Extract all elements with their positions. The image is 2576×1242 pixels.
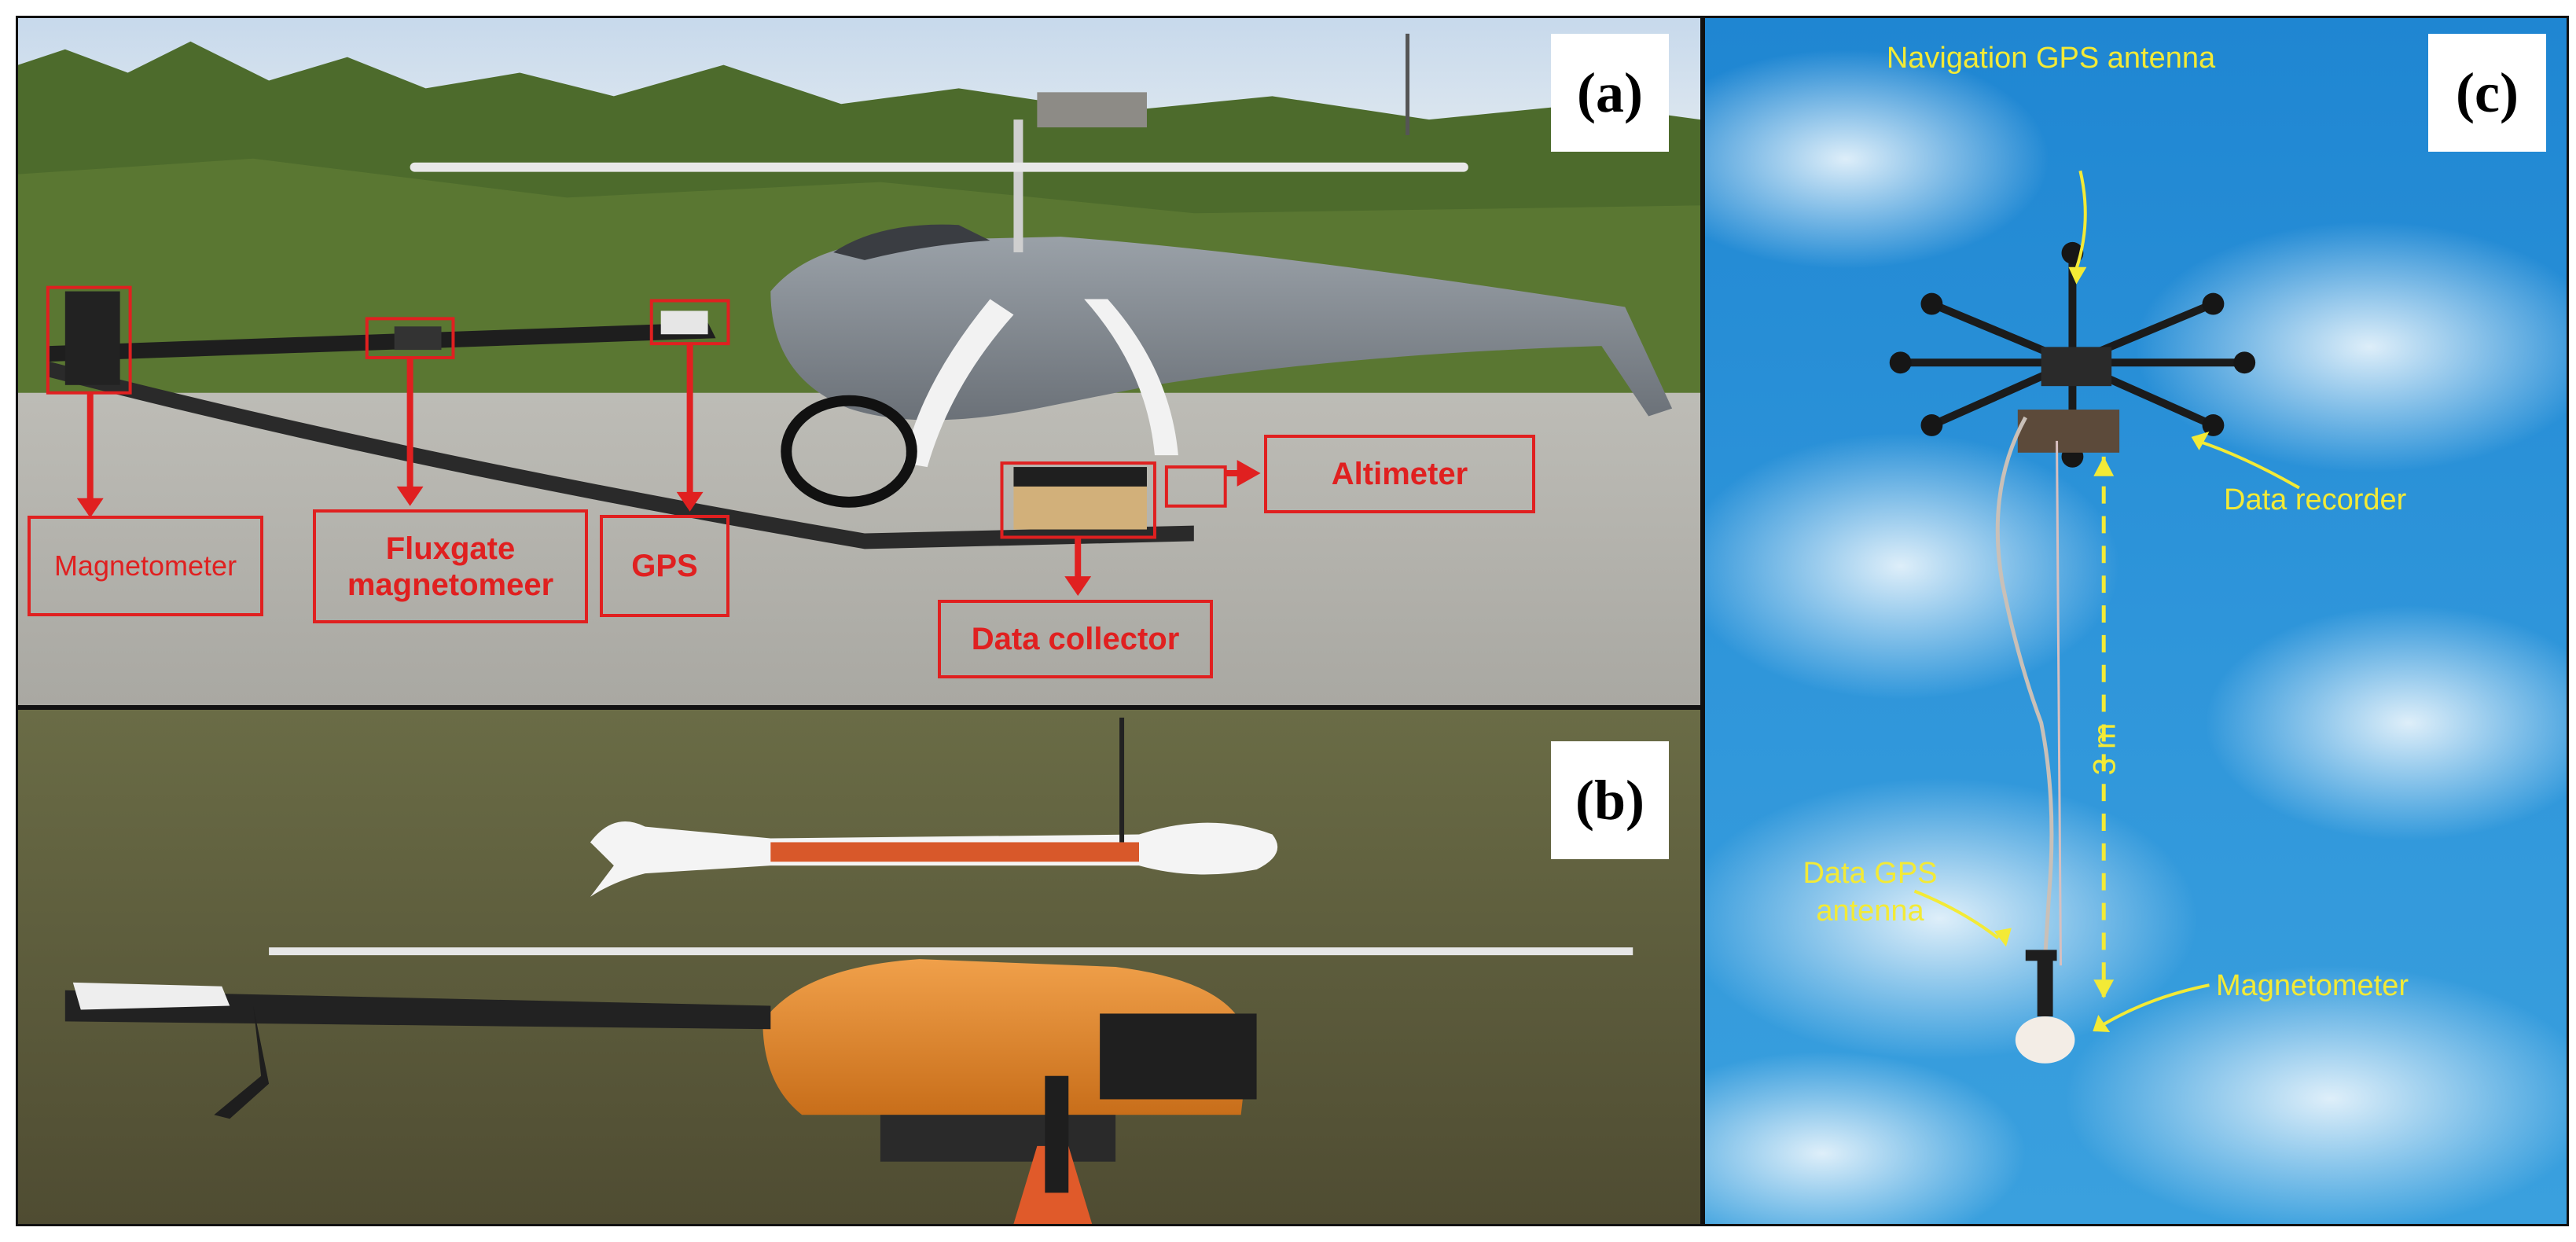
- panel-b-photo: [18, 710, 1700, 1224]
- callout-gps: GPS: [600, 515, 729, 617]
- label-magnetometer: Magnetometer: [2216, 969, 2409, 1002]
- label-data-gps-antenna: Data GPS antenna: [1802, 857, 1938, 928]
- rotor-mast: [1013, 119, 1023, 252]
- panel-c-label: (c): [2428, 34, 2546, 152]
- building: [1037, 92, 1147, 128]
- data-recorder-box: [2017, 410, 2120, 453]
- panel-c: (c) Navigation GPS antenna Data recorder…: [1703, 16, 2569, 1226]
- main-rotor: [410, 162, 1468, 172]
- landing-gear-front: [903, 299, 1014, 468]
- panel-b: (b): [16, 707, 1703, 1226]
- grass-ground: [18, 710, 1700, 1224]
- label-data-recorder: Data recorder: [2224, 483, 2407, 516]
- main-rotor: [269, 947, 1633, 956]
- label-arrows: [1913, 170, 2300, 1026]
- tail-skid: [214, 1005, 270, 1119]
- callout-magnetometer: Magnetometer: [28, 516, 263, 616]
- panel-a-label: (a): [1551, 34, 1669, 152]
- fluxgate-sensor: [394, 326, 442, 351]
- utility-pole: [1406, 33, 1410, 135]
- magnetometer-sensor: [2015, 1016, 2075, 1064]
- panel-a-photo: [18, 18, 1700, 705]
- label-distance: 3 m: [2087, 722, 2122, 776]
- landing-gear-rear: [1084, 299, 1178, 456]
- panel-c-photo: [1705, 18, 2567, 1224]
- panel-b-label: (b): [1551, 741, 1669, 859]
- tether-cable: [1995, 416, 2054, 958]
- label-navigation-gps-antenna: Navigation GPS antenna: [1886, 42, 2216, 75]
- data-gps-antenna-mount: [2037, 954, 2053, 1017]
- cable-coil: [781, 395, 917, 508]
- helicopter-body: [770, 237, 1673, 421]
- tail-boom: [64, 990, 771, 1030]
- sensor-boom: [49, 322, 716, 362]
- callout-data-collector: Data collector: [938, 600, 1213, 678]
- clouds: [1705, 49, 2567, 1224]
- road: [18, 392, 1700, 705]
- gps-sensor: [660, 310, 708, 335]
- support-frame: [49, 362, 1194, 549]
- tail-rotor: [72, 982, 230, 1010]
- callout-altimeter: Altimeter: [1264, 435, 1535, 513]
- callout-fluxgate-magnetometer: Fluxgate magnetomeer: [313, 509, 588, 623]
- magnetometer-sensor: [64, 291, 120, 385]
- panel-a: (a) Magnetometer Fluxgate magnetomeer GP…: [16, 16, 1703, 707]
- callout-arrows: [76, 344, 1261, 596]
